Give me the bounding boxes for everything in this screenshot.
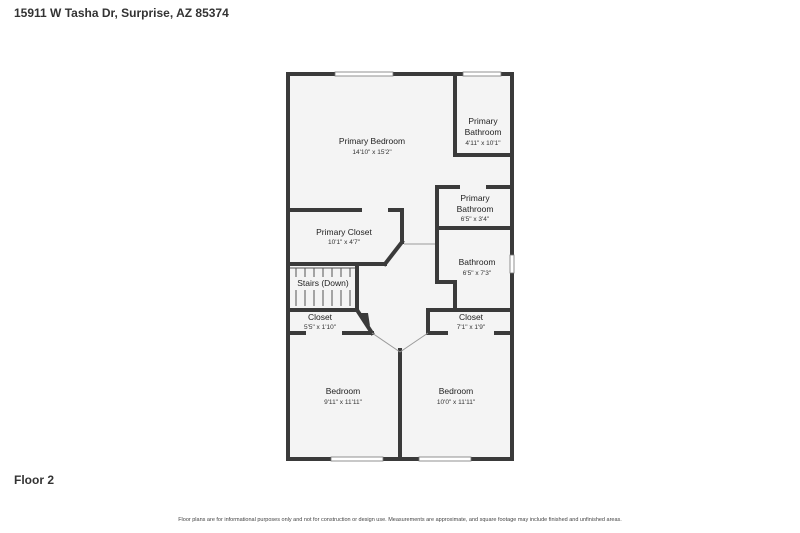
windows (330, 71, 515, 462)
primary-closet-name: Primary Closet (316, 227, 372, 237)
bedroom-left-dims: 9'11" x 11'11" (324, 399, 363, 406)
address-title: 15911 W Tasha Dr, Surprise, AZ 85374 (14, 6, 229, 20)
bedroom-right-dims: 10'0" x 11'11" (437, 399, 476, 406)
bathroom-dims: 6'5" x 7'3" (463, 270, 492, 277)
closet-right-name: Closet (459, 312, 484, 322)
primary-bedroom-dims: 14'10" x 15'2" (352, 149, 392, 156)
closet-left-name: Closet (308, 312, 333, 322)
door-lines (371, 243, 435, 353)
stairs-name: Stairs (Down) (297, 278, 349, 288)
disclaimer-text: Floor plans are for informational purpos… (178, 517, 622, 523)
primary-closet-dims: 10'1" x 4'7" (328, 239, 361, 246)
bedroom-left-name: Bedroom (326, 386, 361, 396)
closet-right-dims: 7'1" x 1'9" (457, 324, 486, 331)
primary-bedroom-name: Primary Bedroom (339, 136, 405, 146)
primary-bathroom-2-name-line2: Bathroom (457, 204, 494, 214)
floor-label: Floor 2 (14, 473, 55, 487)
primary-bathroom-1-name-line2: Bathroom (465, 127, 502, 137)
primary-bathroom-1-name-line1: Primary (468, 116, 498, 126)
bathroom-name: Bathroom (459, 257, 496, 267)
primary-bathroom-2-dims: 6'5" x 3'4" (461, 216, 490, 223)
bedroom-right-name: Bedroom (439, 386, 474, 396)
stairs-label-bg (292, 277, 354, 290)
closet-left-dims: 5'5" x 1'10" (304, 324, 337, 331)
primary-bathroom-2-name-line1: Primary (460, 193, 490, 203)
wall-stub (360, 313, 370, 326)
door-openings (306, 184, 494, 336)
primary-bathroom-1-dims: 4'11" x 10'1" (465, 140, 501, 147)
